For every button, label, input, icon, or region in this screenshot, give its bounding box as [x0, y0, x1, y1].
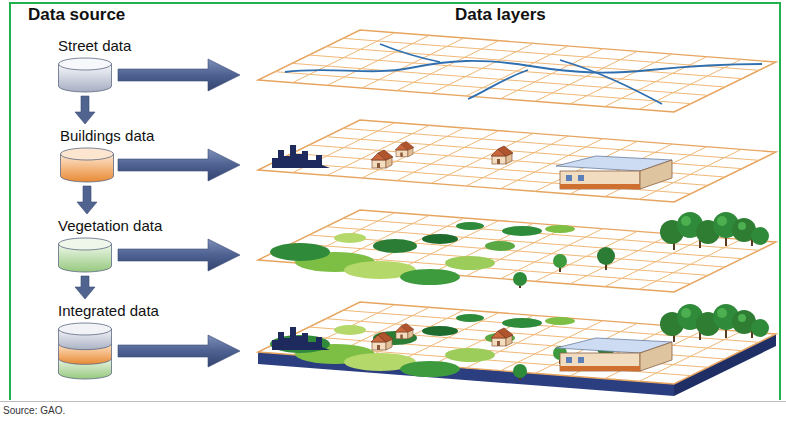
node-label: Integrated data	[58, 302, 159, 320]
database-cylinder	[60, 148, 114, 183]
street-layer	[258, 30, 776, 112]
database-node: Street data	[58, 37, 131, 93]
cylinder-top	[61, 148, 114, 160]
node-label: Buildings data	[60, 127, 154, 145]
flow-arrow	[77, 186, 97, 214]
buildings-layer	[258, 120, 776, 202]
vegetation-layer	[258, 210, 776, 292]
database-node: Vegetation data	[58, 217, 162, 273]
cylinder-top	[59, 58, 112, 70]
cylinder-top	[59, 238, 112, 250]
database-cylinder-shape	[58, 58, 112, 93]
flow-arrow	[75, 276, 95, 299]
flow-arrow	[75, 96, 95, 124]
node-label: Vegetation data	[58, 217, 162, 235]
column-heading: Data layers	[455, 5, 546, 25]
column-heading: Data source	[28, 5, 125, 25]
integrated-layer	[258, 302, 776, 396]
database-cylinder	[58, 323, 112, 380]
database-cylinder	[58, 58, 112, 93]
footer-rule	[0, 401, 786, 402]
database-cylinder-shape	[58, 323, 112, 380]
database-cylinder	[58, 238, 112, 273]
cylinder-top	[59, 323, 112, 335]
source-arrows	[118, 59, 240, 367]
database-node: Buildings data	[60, 127, 154, 183]
source-caption: Source: GAO.	[3, 405, 65, 417]
database-node: Integrated data	[58, 302, 159, 380]
node-label: Street data	[58, 37, 131, 55]
database-cylinder-shape	[58, 238, 112, 273]
database-cylinder-shape	[60, 148, 114, 183]
